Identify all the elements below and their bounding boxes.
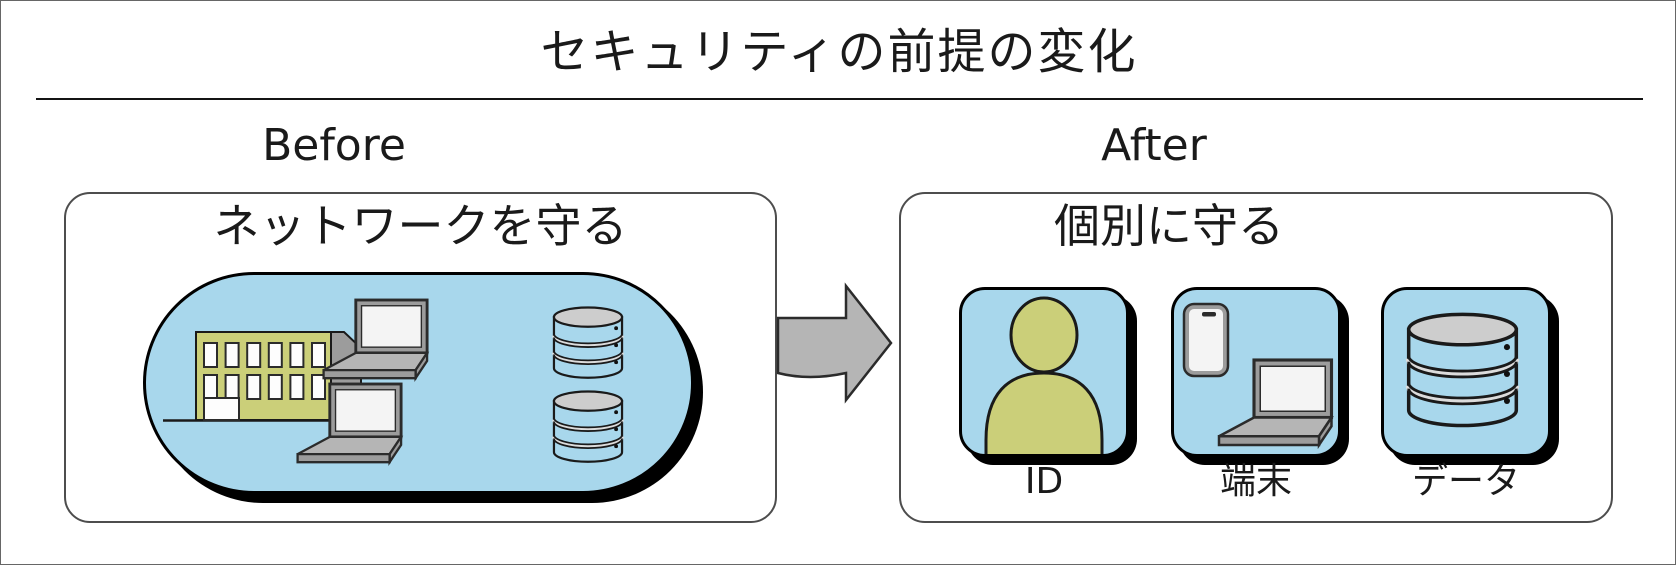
page-title: セキュリティの前提の変化 <box>540 24 1138 80</box>
after-heading: After <box>1101 120 1207 171</box>
smartphone-icon <box>1182 302 1230 378</box>
laptop-icon <box>296 382 404 466</box>
device-icons <box>1182 302 1334 450</box>
laptop-icon <box>322 298 430 382</box>
device-tile <box>1171 287 1341 457</box>
person-body <box>984 371 1104 454</box>
database-icon <box>552 306 624 379</box>
before-heading: Before <box>262 120 406 171</box>
id-tile-label: ID <box>1024 461 1064 502</box>
building-door <box>203 397 240 421</box>
database-icon <box>1405 312 1520 428</box>
network-capsule <box>143 272 694 494</box>
database-icon <box>552 390 624 463</box>
data-tile-label: データ <box>1411 461 1520 502</box>
before-panel-title: ネットワークを守る <box>213 199 628 253</box>
title-divider <box>36 98 1643 100</box>
building-windows <box>203 342 326 400</box>
right-arrow-icon <box>776 282 893 404</box>
person-icon <box>984 296 1104 454</box>
device-tile-label: 端末 <box>1219 461 1292 502</box>
after-panel-title: 個別に守る <box>1054 199 1284 253</box>
data-tile <box>1381 287 1551 457</box>
laptop-icon <box>1217 358 1334 450</box>
network-contents <box>163 298 624 466</box>
id-tile <box>959 287 1129 457</box>
person-head <box>1009 296 1079 374</box>
